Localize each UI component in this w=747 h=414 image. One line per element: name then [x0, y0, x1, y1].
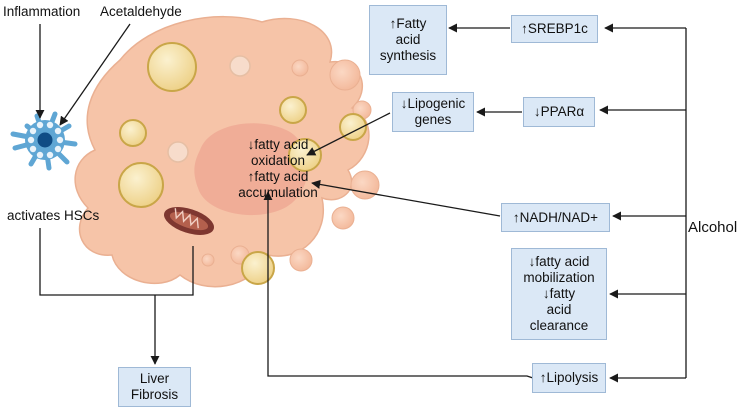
center-line-3: ↑fatty acid [247, 169, 309, 184]
box-line: ↓fatty acid [528, 254, 590, 269]
fibrosis-bracket [39, 228, 194, 296]
acetaldehyde-label: Acetaldehyde [100, 4, 182, 19]
activates-hscs-label: activates HSCs [7, 208, 100, 223]
arrow-lipogenic-center [306, 112, 391, 156]
fatty-acid-mobilization-box: ↓fatty acid mobilization ↓fatty acid cle… [511, 248, 607, 340]
center-fatty-acid-text: ↓fatty acid oxidation ↑fatty acid accumu… [222, 137, 334, 201]
box-line: mobilization [523, 270, 595, 285]
cell-blebs [201, 59, 380, 272]
box-line: genes [414, 112, 452, 127]
arrow-acetaldehyde-hsc [59, 23, 131, 126]
nucleus [194, 123, 308, 216]
lipid-droplets [118, 42, 367, 285]
box-line: ↑Fatty [389, 16, 427, 31]
fatty-acid-synthesis-box: ↑Fatty acid synthesis [369, 5, 447, 75]
nadh-nad-box: ↑NADH/NAD+ [501, 203, 610, 232]
box-line: acid [546, 302, 572, 317]
box-line: ↓Lipogenic [400, 96, 466, 111]
box-line: clearance [529, 318, 589, 333]
ppara-box: ↓PPARα [523, 97, 595, 127]
center-line-1: ↓fatty acid [247, 137, 309, 152]
center-line-4: accumulation [238, 185, 318, 200]
inflammation-label: Inflammation [3, 4, 81, 19]
srebp1c-box: ↑SREBP1c [511, 15, 598, 43]
box-line: ↓PPARα [533, 104, 585, 119]
arrow-lipolysis-center [263, 191, 534, 379]
box-line: ↑NADH/NAD+ [512, 209, 599, 225]
liver-fibrosis-box: Liver Fibrosis [118, 367, 191, 407]
mitochondrion [163, 207, 215, 235]
lipolysis-box: ↑Lipolysis [532, 363, 606, 393]
box-line: ↑SREBP1c [521, 21, 588, 36]
center-line-2: oxidation [250, 153, 306, 168]
box-line: acid [395, 32, 421, 47]
alcohol-label: Alcohol [688, 219, 738, 236]
box-line: Liver [139, 371, 170, 386]
box-line: ↑Lipolysis [539, 370, 599, 385]
box-line: Fibrosis [130, 387, 179, 402]
arrow-nadh-center [311, 179, 501, 217]
box-line: ↓fatty [542, 286, 576, 301]
box-line: synthesis [379, 48, 437, 63]
hsc-cell [10, 111, 78, 171]
lipogenic-genes-box: ↓Lipogenic genes [392, 92, 474, 132]
